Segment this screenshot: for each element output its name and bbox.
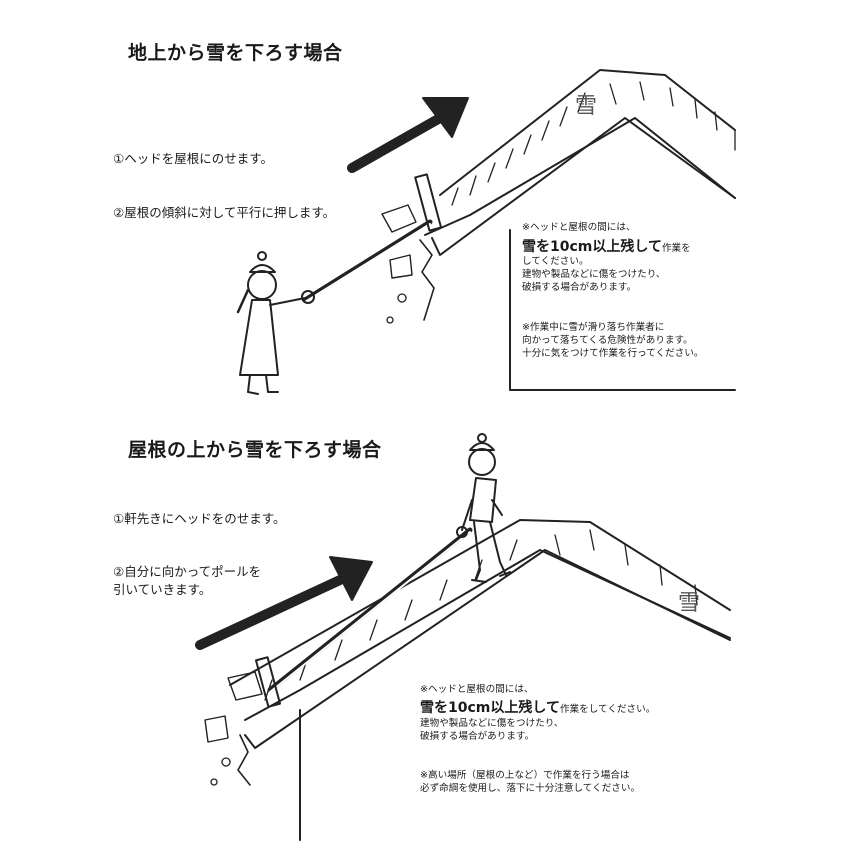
section1-note-line3: してください。 bbox=[522, 256, 589, 267]
person-roof bbox=[456, 433, 511, 583]
arrow-head-bottom bbox=[329, 556, 373, 601]
section1-note-intro: ※ヘッドと屋根の間には、 bbox=[522, 222, 636, 233]
section1-note-line5: 破損する場合があります。 bbox=[522, 282, 637, 293]
section2-snow-label: 雪 bbox=[678, 591, 701, 616]
section1-note-line4: 建物や製品などに傷をつけたり、 bbox=[522, 269, 666, 280]
section1-step1: ①ヘッドを屋根にのせます。 bbox=[113, 151, 273, 166]
section2-note-after-bold: 作業をしてください。 bbox=[559, 704, 656, 715]
roof-bottom-section bbox=[195, 433, 731, 841]
section1-heading: 地上から雪を下ろす場合 bbox=[128, 42, 343, 64]
section1-warning-line1: ※作業中に雪が滑り落ち作業者に bbox=[522, 322, 665, 333]
section1-note-bold-line: 雪を10cm以上残して作業を bbox=[522, 236, 691, 256]
section1-warning-line3: 十分に気をつけて作業を行ってください。 bbox=[522, 348, 704, 359]
section2-note-line3: 建物や製品などに傷をつけたり、 bbox=[420, 718, 564, 729]
section2-warning-line2: 必ず命綱を使用し、落下に十分注意してください。 bbox=[420, 783, 641, 794]
section2-heading: 屋根の上から雪を下ろす場合 bbox=[128, 439, 382, 461]
section1-note-after-bold: 作業を bbox=[661, 243, 691, 254]
section1-note-bold: 雪を10cm以上残して bbox=[522, 239, 662, 255]
section2-step2-line1: ②自分に向かってポールを bbox=[113, 564, 262, 579]
snow-hatching-top bbox=[451, 81, 736, 206]
section2-note-intro: ※ヘッドと屋根の間には、 bbox=[420, 684, 534, 695]
section1-snow-label: 雪 bbox=[575, 94, 598, 119]
section2-warning-line1: ※高い場所（屋根の上など）で作業を行う場合は bbox=[420, 770, 630, 781]
section2-note-bold: 雪を10cm以上残して bbox=[420, 700, 560, 716]
arrow-head-top bbox=[422, 97, 469, 138]
roof-top-section bbox=[236, 69, 736, 395]
snow-hatching-bottom bbox=[264, 529, 698, 701]
section2-note-bold-line: 雪を10cm以上残して作業をしてください。 bbox=[420, 697, 655, 717]
section2-step1: ①軒先きにヘッドをのせます。 bbox=[113, 511, 286, 526]
section1-step2: ②屋根の傾斜に対して平行に押します。 bbox=[113, 205, 336, 220]
person-ground bbox=[236, 251, 315, 395]
section1-warning-line2: 向かって落ちてくる危険性があります。 bbox=[522, 335, 693, 346]
section2-step2-line2: 引いていきます。 bbox=[113, 582, 212, 597]
section2-note-line4: 破損する場合があります。 bbox=[420, 731, 535, 742]
